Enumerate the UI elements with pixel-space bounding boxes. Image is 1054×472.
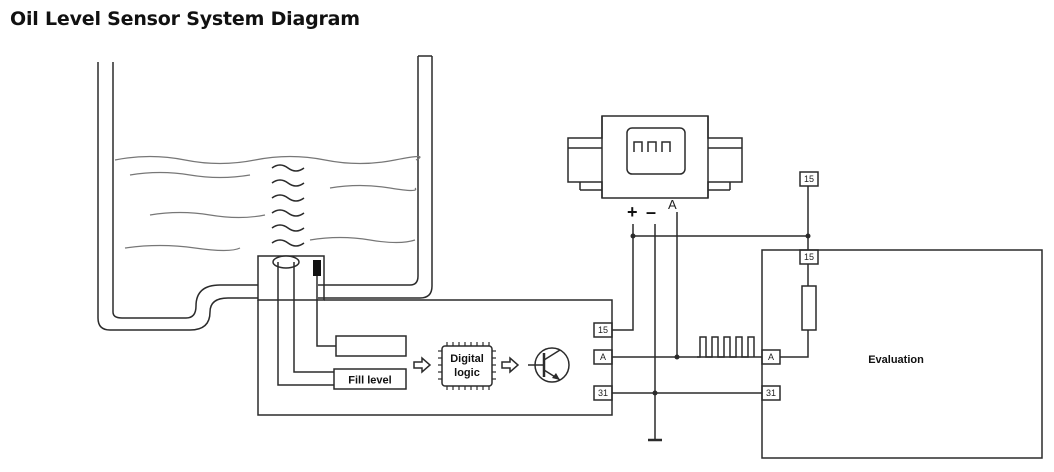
svg-text:31: 31 <box>598 388 608 398</box>
svg-text:31: 31 <box>766 388 776 398</box>
signal-box <box>335 335 407 357</box>
internal-wiring: Fill level <box>277 262 407 390</box>
minus-sign: – <box>646 202 656 222</box>
digital-logic-label-2: logic <box>454 367 480 379</box>
sensor-terminals: 15 A 31 <box>593 322 613 401</box>
plus-sign: + <box>627 202 638 222</box>
pulse-signal <box>697 336 755 358</box>
connector-plug <box>567 115 743 199</box>
digital-logic-chip: Digital logic <box>438 342 496 390</box>
digital-logic-label-1: Digital <box>450 353 484 365</box>
svg-text:A: A <box>768 352 774 362</box>
svg-text:A: A <box>600 352 606 362</box>
ultrasonic-transducer <box>272 255 300 269</box>
svg-text:15: 15 <box>598 325 608 335</box>
ultrasonic-pulses <box>271 164 305 247</box>
pull-up-resistor <box>801 285 817 331</box>
evaluation-unit: Evaluation 15 15 A 31 <box>761 171 1043 459</box>
fill-level-label: Fill level <box>348 375 391 387</box>
oil-surface <box>114 155 421 252</box>
diagram-title: Oil Level Sensor System Diagram <box>10 8 360 30</box>
oil-tank <box>97 55 433 331</box>
transistor-icon <box>528 347 570 383</box>
temperature-sensor <box>313 260 321 276</box>
wiring <box>612 212 811 442</box>
sensor-housing <box>257 255 613 416</box>
connector-a-label: A <box>668 197 677 212</box>
evaluation-label: Evaluation <box>868 354 924 366</box>
svg-text:15: 15 <box>804 174 814 184</box>
fill-level-box <box>333 368 407 390</box>
flow-arrows <box>413 356 520 374</box>
svg-text:15: 15 <box>804 252 814 262</box>
